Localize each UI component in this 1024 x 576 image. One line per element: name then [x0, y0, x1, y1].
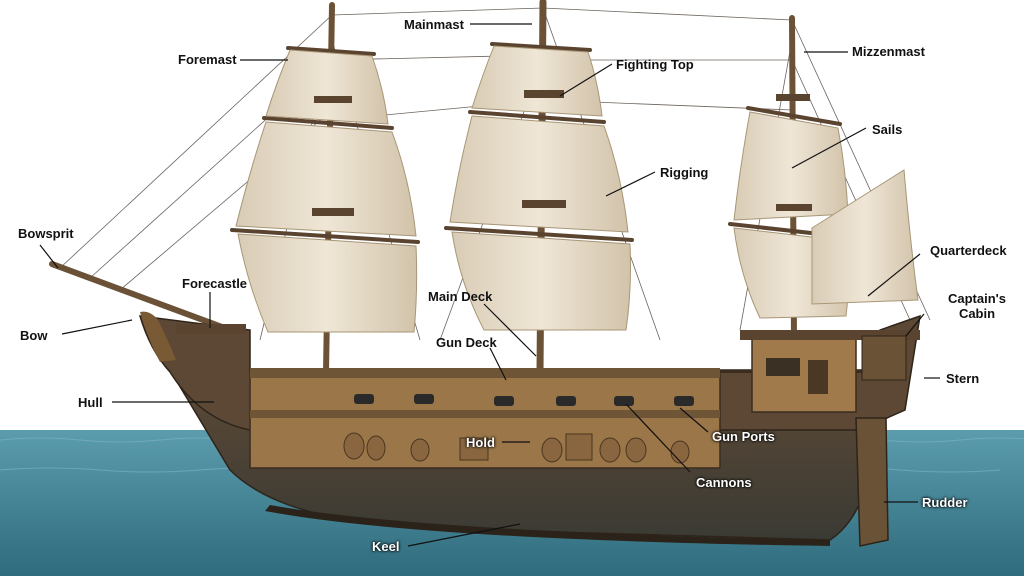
fore-lower: [237, 233, 418, 333]
main-deck-strip: [250, 368, 720, 378]
spanker-sail: [811, 169, 919, 305]
rudder-shape: [855, 417, 889, 547]
label-main-deck: Main Deck: [428, 289, 493, 304]
label-mizzenmast: Mizzenmast: [852, 44, 925, 59]
bowsprit-spar: [49, 261, 233, 333]
label-mainmast: Mainmast: [404, 17, 464, 32]
gun-deck-floor: [250, 410, 720, 418]
label-keel: Keel: [372, 539, 400, 554]
label-gun-ports: Gun Ports: [712, 429, 775, 444]
mizzen-topsail: [733, 111, 849, 221]
label-stern: Stern: [946, 371, 980, 386]
label-bowsprit: Bowsprit: [18, 226, 74, 241]
label-forecastle: Forecastle: [182, 276, 248, 291]
label-hull: Hull: [78, 395, 103, 410]
main-topsail: [471, 45, 603, 117]
barrels: [343, 432, 690, 464]
cabin-door: [808, 360, 828, 394]
label-captains-cabin: Captain's Cabin: [948, 291, 1006, 321]
quarterdeck-rail: [740, 330, 920, 340]
fighting-tops: [312, 90, 812, 216]
cannon-row: [354, 394, 694, 406]
label-hold: Hold: [466, 435, 495, 450]
label-cannons: Cannons: [696, 475, 752, 490]
yards: [230, 42, 858, 244]
label-rigging: Rigging: [660, 165, 709, 180]
stern-gallery: [861, 335, 907, 381]
label-fighting-top: Fighting Top: [616, 57, 694, 72]
label-sails: Sails: [872, 122, 903, 137]
fore-topsail: [265, 49, 389, 125]
label-bow: Bow: [20, 328, 48, 343]
label-quarterdeck: Quarterdeck: [930, 243, 1007, 258]
main-lower: [451, 231, 631, 331]
leader-lines: [39, 23, 940, 547]
main-course: [449, 115, 629, 233]
label-rudder: Rudder: [922, 495, 968, 510]
sails-group: [235, 45, 919, 333]
keel-strip: [265, 505, 830, 546]
forecastle-rail: [176, 324, 246, 334]
bow-figurehead: [140, 311, 176, 362]
fore-course: [235, 121, 417, 237]
label-gun-deck: Gun Deck: [436, 335, 497, 350]
cabin-window: [766, 358, 800, 376]
label-foremast: Foremast: [178, 52, 237, 67]
